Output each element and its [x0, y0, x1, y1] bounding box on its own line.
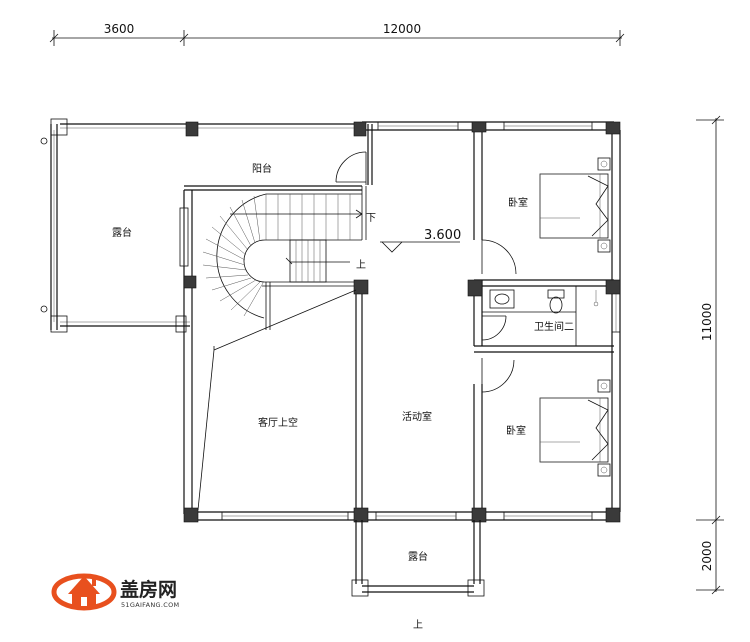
room-label-activity-room: 活动室	[402, 410, 432, 423]
bed-upper	[539, 157, 611, 253]
dimension-label-12000: 12000	[383, 22, 421, 36]
logo-house-icon	[51, 573, 117, 611]
interior-walls	[262, 130, 614, 512]
elevation-value: 3.600	[424, 228, 461, 243]
bed-lower	[539, 379, 611, 477]
gaifang-logo: 盖房网 51GAIFANG.COM	[51, 573, 179, 611]
logo-url: 51GAIFANG.COM	[121, 601, 179, 609]
room-label-bedroom-upper: 卧室	[508, 196, 528, 209]
dimension-label-2000: 2000	[700, 541, 714, 572]
room-label-balcony: 阳台	[252, 162, 272, 175]
dimension-top: 3600 12000	[49, 22, 625, 46]
stair-down-label: 下	[366, 213, 376, 224]
elevation-mark: 3.600	[380, 228, 461, 253]
room-label-living-void: 客厅上空	[258, 416, 298, 429]
columns	[183, 121, 621, 523]
room-label-bathroom: 卫生间二	[534, 320, 574, 333]
terrace-bottom-railing	[351, 520, 485, 597]
dimension-right: 11000 2000	[696, 115, 724, 595]
logo-name: 盖房网	[120, 578, 177, 601]
room-label-terrace-left: 露台	[112, 226, 132, 239]
terrace-left-railing	[40, 118, 190, 333]
stair-up-label: 上	[356, 259, 366, 271]
outer-walls	[179, 121, 621, 521]
bottom-up-label: 上	[413, 619, 423, 631]
room-label-bedroom-lower: 卧室	[506, 424, 526, 437]
living-void-outline	[197, 289, 357, 511]
bathroom-fixtures	[489, 289, 599, 314]
balcony-walls	[192, 123, 373, 185]
dimension-label-3600: 3600	[104, 22, 135, 36]
dimension-label-11000: 11000	[700, 303, 714, 341]
room-label-terrace-bottom: 露台	[408, 550, 428, 563]
staircase: 下 上	[202, 193, 376, 319]
